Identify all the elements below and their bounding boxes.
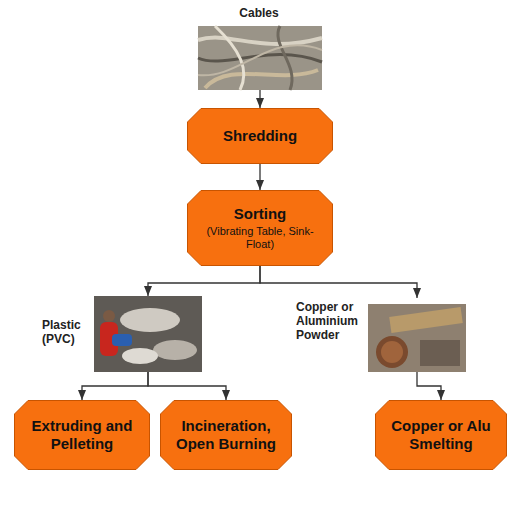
item-heading: Plastic (PVC) [42,318,92,346]
copper-tray [389,307,463,333]
process-octagon: Extruding and Pelleting [14,400,150,470]
connector-arrow [148,372,226,400]
cable-strand [198,45,322,75]
photo-item: Plastic (PVC) [42,296,202,372]
process-octagon: Shredding [187,108,333,164]
box-label: Incineration, Open Burning [176,417,276,453]
box-label: Extruding and Pelleting [30,417,134,453]
photo-item: Copper or Aluminium Powder [296,298,466,372]
connector-arrow [82,372,148,400]
box-content: Sorting (Vibrating Table, Sink-Float) [187,190,333,266]
copper-photo [368,304,466,372]
photo-ground [368,304,466,372]
box-content: Shredding [187,108,333,164]
photo-ground [94,296,202,372]
process-octagon: Copper or Alu Smelting [375,400,507,470]
octagon-shape [161,401,292,470]
octagon-shape [188,191,333,266]
cable-strand [215,26,244,90]
photo-ground [198,26,322,90]
cable-strand [278,26,292,90]
cable-strand [198,38,322,45]
connector-arrow [148,266,260,296]
plastic-pile [153,340,197,360]
worker-figure [103,310,115,322]
box-label: Copper or Alu Smelting [391,417,491,453]
worker-figure [112,334,132,346]
octagon-shape [376,401,507,470]
copper-powder [381,341,403,363]
plastic-photo [94,296,202,372]
plastic-pile [122,348,158,364]
connector-arrow [417,372,441,400]
photo-detail [420,340,460,366]
connector-arrow [260,266,417,298]
octagon-shape [15,401,150,470]
plastic-pile [120,308,180,332]
process-octagon: Incineration, Open Burning [160,400,292,470]
photo-item: Cables [196,6,322,90]
item-heading: Cables [196,6,322,20]
box-sublabel: (Vibrating Table, Sink-Float) [203,225,317,251]
octagon-shape [188,109,333,164]
process-octagon: Sorting (Vibrating Table, Sink-Float) [187,190,333,266]
connector-arrow [259,90,260,108]
connector-arrow [259,164,260,190]
item-heading: Copper or Aluminium Powder [296,300,366,342]
box-label: Sorting [234,205,287,223]
box-content: Extruding and Pelleting [14,400,150,470]
box-content: Incineration, Open Burning [160,400,292,470]
box-content: Copper or Alu Smelting [375,400,507,470]
cables-photo [198,26,322,90]
copper-sieve [376,336,408,368]
box-label: Shredding [223,127,297,145]
